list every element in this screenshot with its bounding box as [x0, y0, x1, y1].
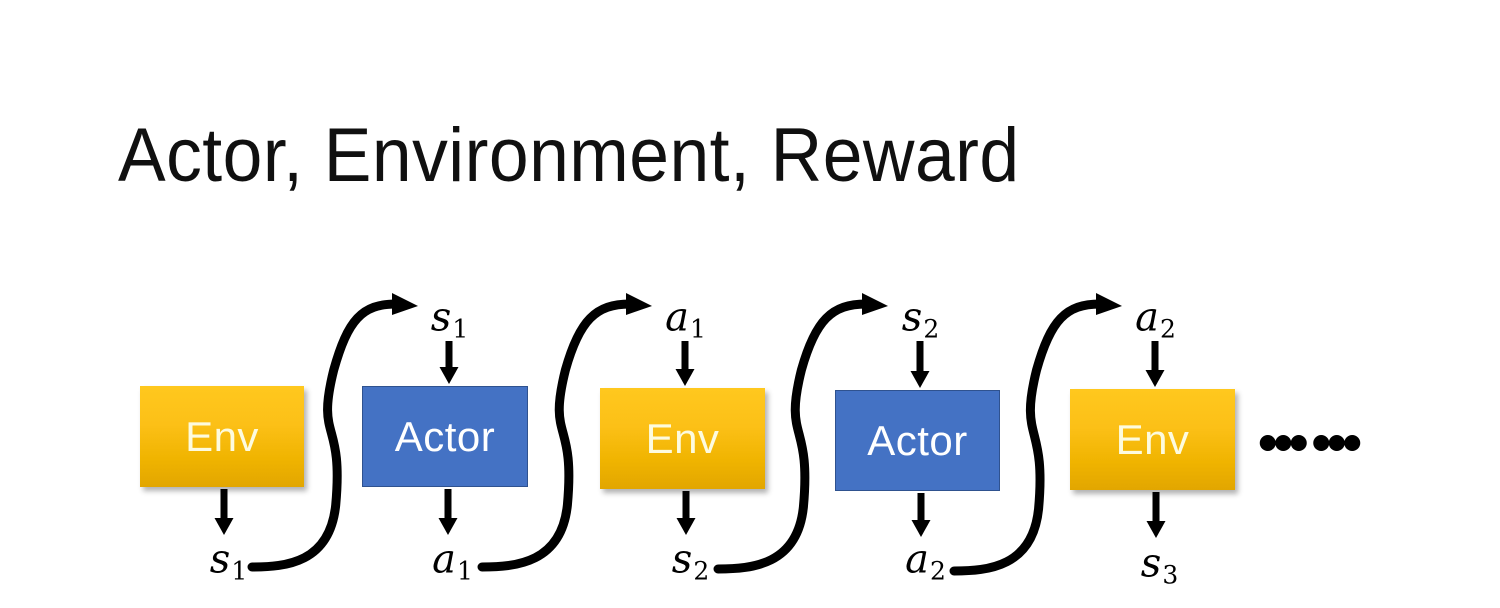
node-label: Env — [1115, 415, 1190, 463]
ellipsis-dot-4 — [1313, 435, 1330, 451]
bottom-label-s3: s3 — [1140, 540, 1179, 590]
top-label-a2: a2 — [1135, 294, 1176, 344]
arrow-into-box-2-shaft — [681, 341, 689, 369]
arrow-into-box-4-head — [1145, 370, 1165, 387]
math-base: s — [430, 294, 452, 341]
math-base: a — [665, 294, 689, 341]
node-label: Actor — [867, 416, 968, 464]
arrow-out-of-box-1-head — [214, 518, 234, 535]
math-subscript: 2 — [1159, 314, 1176, 344]
ellipsis-dots — [1259, 435, 1361, 451]
arrow-out-of-box-3 — [676, 491, 696, 535]
arrow-into-box-1-head — [439, 367, 459, 384]
node-box-actor-2[interactable]: Actor — [362, 386, 528, 487]
arrow-out-of-box-5 — [1146, 492, 1166, 538]
arrow-into-box-2-head — [675, 369, 695, 386]
math-base: s — [901, 294, 923, 341]
arrow-out-of-box-5-head — [1146, 521, 1166, 538]
arrow-out-of-box-3-shaft — [682, 491, 690, 518]
math-base: s — [209, 536, 231, 583]
arrow-out-of-box-5-shaft — [1152, 492, 1160, 521]
arrow-into-box-3-head — [910, 371, 930, 388]
math-subscript: 3 — [1162, 560, 1179, 590]
math-base: a — [1135, 294, 1159, 341]
bottom-label-s1: s1 — [209, 536, 248, 586]
node-box-env-5[interactable]: Env — [1070, 389, 1235, 490]
arrow-into-box-4 — [1145, 341, 1165, 387]
node-box-actor-4[interactable]: Actor — [835, 390, 1000, 491]
top-label-s2: s2 — [901, 294, 940, 344]
arrow-into-box-1-shaft — [445, 341, 453, 367]
arrow-out-of-box-1 — [214, 489, 234, 535]
arrow-out-of-box-4-shaft — [917, 493, 925, 520]
node-box-env-1[interactable]: Env — [140, 386, 304, 487]
arrow-into-box-2 — [675, 341, 695, 386]
arrow-into-box-4-shaft — [1151, 341, 1159, 370]
ellipsis-dot-6 — [1344, 435, 1361, 451]
arrow-out-of-box-3-head — [676, 518, 696, 535]
arrow-out-of-box-4 — [911, 493, 931, 537]
bottom-label-a1: a1 — [432, 536, 473, 586]
node-label: Env — [185, 412, 259, 460]
node-box-env-3[interactable]: Env — [600, 388, 765, 489]
arrow-into-box-3-shaft — [916, 341, 924, 371]
math-subscript: 2 — [923, 314, 940, 344]
feedback-curve-head-4 — [1096, 293, 1122, 315]
ellipsis-dot-2 — [1275, 435, 1292, 451]
math-subscript: 1 — [456, 556, 473, 586]
feedback-curve-head-1 — [392, 293, 418, 315]
bottom-label-a2: a2 — [905, 536, 946, 586]
ellipsis-dot-3 — [1290, 435, 1307, 451]
math-base: a — [905, 536, 929, 583]
arrow-into-box-1 — [439, 341, 459, 384]
node-label: Actor — [394, 412, 496, 460]
bottom-label-s2: s2 — [671, 536, 710, 586]
math-base: a — [432, 536, 456, 583]
page-title: Actor, Environment, Reward — [118, 113, 1020, 198]
arrow-into-box-3 — [910, 341, 930, 388]
math-base: s — [671, 536, 693, 583]
top-label-a1: a1 — [665, 294, 706, 344]
ellipsis-dot-1 — [1259, 435, 1276, 451]
node-label: Env — [645, 414, 720, 462]
math-base: s — [1140, 540, 1162, 587]
arrow-out-of-box-2-shaft — [444, 489, 452, 518]
arrow-out-of-box-2 — [438, 489, 458, 535]
arrow-out-of-box-1-shaft — [220, 489, 228, 518]
math-subscript: 2 — [693, 556, 710, 586]
math-subscript: 2 — [929, 556, 946, 586]
math-subscript: 1 — [689, 314, 706, 344]
top-label-s1: s1 — [430, 294, 469, 344]
arrow-out-of-box-2-head — [438, 518, 458, 535]
math-subscript: 1 — [231, 556, 248, 586]
arrow-out-of-box-4-head — [911, 520, 931, 537]
feedback-curve-head-2 — [626, 293, 652, 315]
math-subscript: 1 — [452, 314, 469, 344]
ellipsis-dot-5 — [1328, 435, 1345, 451]
feedback-curve-head-3 — [862, 293, 888, 315]
